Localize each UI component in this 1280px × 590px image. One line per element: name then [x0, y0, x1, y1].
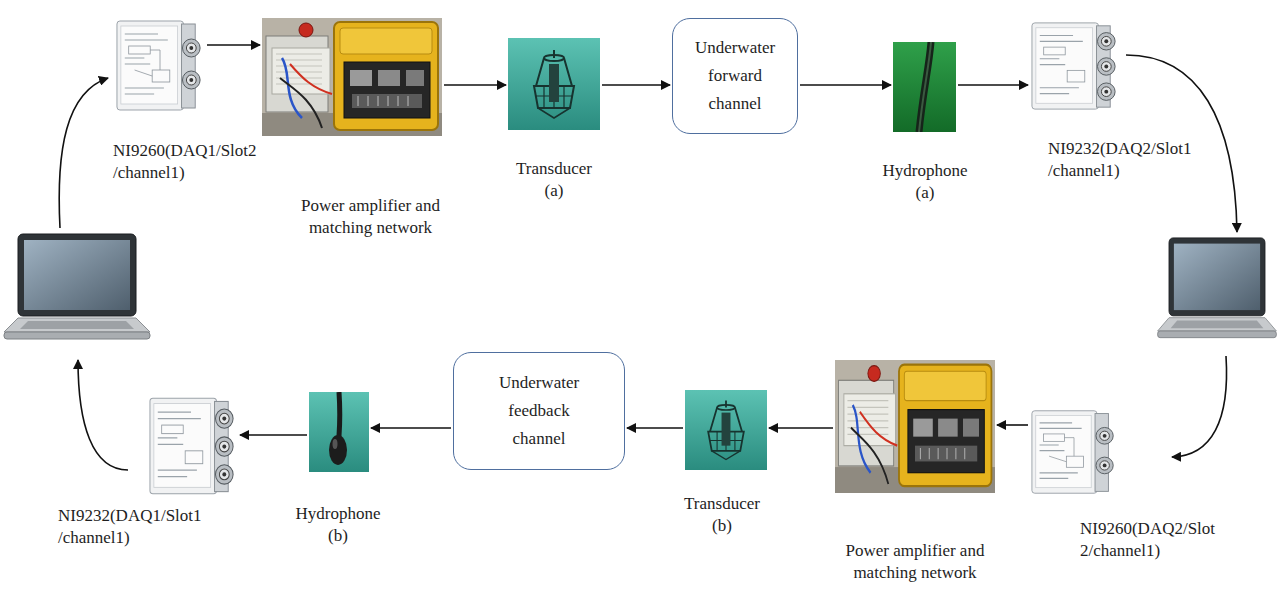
- flow-arrow: [59, 78, 108, 228]
- flow-arrow: [78, 360, 128, 470]
- daq-input-module: NI9232(DAQ1/Slot1 /channel1): [148, 395, 238, 497]
- signal-arrow: [627, 427, 683, 429]
- ni9232-module: [1032, 23, 1115, 109]
- transducer-photo: [508, 38, 600, 130]
- channel-box: Underwater feedback channel: [453, 352, 625, 470]
- hydrophone-unit: Hydrophone (b): [309, 392, 369, 472]
- signal-arrow: [371, 427, 451, 429]
- signal-arrow: [958, 84, 1028, 86]
- device-caption: Hydrophone (a): [875, 160, 975, 204]
- device-caption: Power amplifier and matching network: [820, 540, 1010, 584]
- device-caption: Transducer (a): [509, 158, 599, 202]
- channel-box: Underwater forward channel: [672, 18, 798, 134]
- device-caption: NI9232(DAQ1/Slot1 /channel1): [58, 505, 228, 549]
- ni9260-module: [1032, 411, 1113, 493]
- device-caption: Hydrophone (b): [288, 503, 388, 547]
- transducer-unit: Transducer (a): [508, 38, 600, 130]
- signal-arrow: [602, 84, 670, 86]
- signal-arrow: [240, 434, 307, 436]
- channel-label: Underwater feedback channel: [484, 369, 594, 453]
- device-caption: NI9260(DAQ1/Slot2 /channel1): [113, 140, 283, 184]
- transducer-photo: [685, 390, 767, 470]
- laptop-icon: [4, 234, 150, 339]
- device-caption: Power amplifier and matching network: [278, 195, 463, 239]
- signal-arrow: [997, 424, 1028, 426]
- signal-arrow: [207, 44, 260, 46]
- signal-arrow: [444, 84, 506, 86]
- amplifier-photo: [262, 18, 442, 136]
- daq-output-module: NI9260(DAQ2/Slot 2/channel1): [1030, 408, 1118, 496]
- signal-arrow: [769, 427, 833, 429]
- ni9260-module: [117, 21, 200, 110]
- flow-arrow: [1172, 356, 1227, 457]
- daq-input-module: NI9232(DAQ2/Slot1 /channel1): [1030, 20, 1120, 112]
- signal-arrow: [800, 84, 891, 86]
- ni9232-module: [150, 398, 233, 494]
- amplifier-photo: [835, 360, 995, 493]
- channel-label: Underwater forward channel: [685, 34, 785, 118]
- hydrophone-unit: Hydrophone (a): [893, 42, 956, 132]
- hydrophone-photo: [893, 42, 956, 132]
- hydrophone-photo: [309, 392, 369, 472]
- device-caption: NI9260(DAQ2/Slot 2/channel1): [1080, 518, 1218, 562]
- device-caption: Transducer (b): [677, 493, 767, 537]
- laptop-icon: [1158, 238, 1277, 338]
- transducer-unit: Transducer (b): [685, 390, 767, 470]
- amplifier-unit: Power amplifier and matching network: [835, 360, 995, 493]
- daq-output-module: NI9260(DAQ1/Slot2 /channel1): [115, 18, 205, 113]
- device-caption: NI9232(DAQ2/Slot1 /channel1): [1048, 138, 1213, 182]
- amplifier-unit: Power amplifier and matching network: [262, 18, 442, 136]
